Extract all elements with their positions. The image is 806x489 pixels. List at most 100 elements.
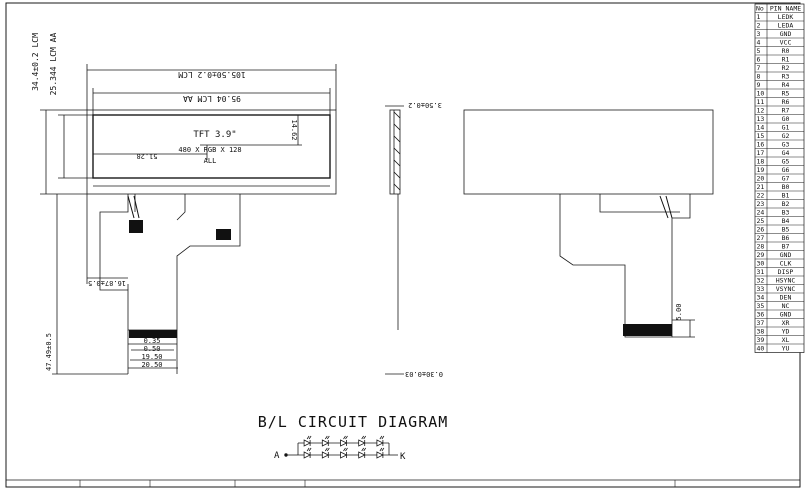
pin-number: 20 (757, 175, 765, 183)
pin-name: XR (782, 319, 790, 327)
pin-number: 3 (757, 30, 761, 38)
pin-number: 39 (757, 336, 765, 344)
pin-name: YU (782, 345, 790, 353)
led-emission-arrows (361, 435, 367, 440)
pin-number: 32 (757, 277, 765, 285)
pin-number: 24 (757, 209, 765, 217)
pin-name: DISP (778, 268, 794, 276)
pin-number: 37 (757, 319, 765, 327)
fpc-outline (99, 194, 241, 331)
pin-number: 22 (757, 192, 765, 200)
dim-text-thickness: 3.50±0.2 (408, 101, 442, 109)
pin-name: B7 (782, 243, 790, 251)
pin-name: GND (780, 311, 792, 319)
pin-name: CLK (780, 260, 792, 268)
pin-number: 40 (757, 345, 765, 353)
pin-name: G0 (782, 115, 790, 123)
side-view (385, 105, 404, 375)
pin-table-header-no: No (756, 5, 764, 13)
fpc-pad-group (216, 229, 231, 240)
pin-number: 28 (757, 243, 765, 251)
led-emission-arrows (324, 447, 330, 452)
led-emission-arrows (361, 447, 367, 452)
pin-number: 25 (757, 217, 765, 225)
back-outline (463, 109, 714, 195)
pin-number: 26 (757, 226, 765, 234)
pin-name: G1 (782, 124, 790, 132)
led-circuit (284, 435, 398, 459)
fpc-neck (134, 194, 186, 221)
fpc-contact-block (129, 330, 177, 338)
led-diode (303, 451, 311, 459)
pin-name: VSYNC (776, 285, 796, 293)
pin-name: HSYNC (776, 277, 796, 285)
pin-name: R6 (782, 98, 790, 106)
pin-name: R0 (782, 47, 790, 55)
dim-text-fpc-offset: 16.87±0.5 (88, 279, 126, 287)
pin-name: B6 (782, 234, 790, 242)
dim-text-050: 0.50 (144, 345, 161, 353)
pin-name: R3 (782, 73, 790, 81)
pin-number: 16 (757, 141, 765, 149)
pin-number: 29 (757, 251, 765, 259)
pin-number: 8 (757, 73, 761, 81)
dim-text-035: 0.35 (144, 337, 161, 345)
pin-name: B5 (782, 226, 790, 234)
dim-text-lcm-width: 105.50±0.2 LCM (178, 70, 246, 79)
led-diode (358, 451, 366, 459)
pin-name: B4 (782, 217, 790, 225)
pin-name: G2 (782, 132, 790, 140)
front-view (40, 64, 337, 375)
label-all: ALL (204, 157, 217, 165)
pin-number: 27 (757, 234, 765, 242)
led-diode (376, 439, 384, 447)
pin-number: 30 (757, 260, 765, 268)
pin-number: 9 (757, 81, 761, 89)
pin-name: G3 (782, 141, 790, 149)
pin-number: 18 (757, 158, 765, 166)
led-diode (376, 451, 384, 459)
led-diode (358, 439, 366, 447)
pin-number: 7 (757, 64, 761, 72)
pin-number: 35 (757, 302, 765, 310)
led-diode (340, 451, 348, 459)
led-diode (321, 439, 330, 447)
pin-name: GND (780, 30, 792, 38)
pin-name: R4 (782, 81, 790, 89)
label-tft: TFT 3.9" (193, 130, 236, 140)
led-emission-arrows (324, 435, 330, 440)
pin-name: YD (782, 328, 790, 336)
pin-number: 4 (757, 39, 761, 47)
pin-number: 14 (757, 124, 765, 132)
led-diode (303, 439, 311, 447)
pin-name: G4 (782, 149, 790, 157)
pin-number: 21 (757, 183, 765, 191)
dim-text-aa-height: 25.344 LCM AA (49, 33, 58, 96)
led-diode (340, 439, 348, 447)
pin-name: VCC (780, 39, 792, 47)
led-diode (321, 451, 330, 459)
dim-text-2050: 20.50 (141, 361, 162, 369)
dim-text-fpc-thickness: 0.30±0.03 (405, 370, 443, 378)
pin-name: G5 (782, 158, 790, 166)
pin-number: 38 (757, 328, 765, 336)
side-body (389, 109, 401, 195)
pin-number: 23 (757, 200, 765, 208)
pin-name: B3 (782, 209, 790, 217)
pin-name: G7 (782, 175, 790, 183)
lead-wires (127, 195, 140, 219)
pin-name: LEDK (778, 13, 794, 21)
ic-chip (129, 220, 143, 233)
pin-number: 31 (757, 268, 765, 276)
pin-number: 2 (757, 22, 761, 30)
pin-name: R7 (782, 107, 790, 115)
pin-number: 5 (757, 47, 761, 55)
pin-number: 34 (757, 294, 765, 302)
back-fpc-neck (599, 194, 680, 213)
back-fpc-outline (559, 194, 691, 338)
cathode-label: K (400, 452, 406, 462)
pin-table-frame (754, 3, 805, 353)
pin-name: LEDA (778, 22, 794, 30)
